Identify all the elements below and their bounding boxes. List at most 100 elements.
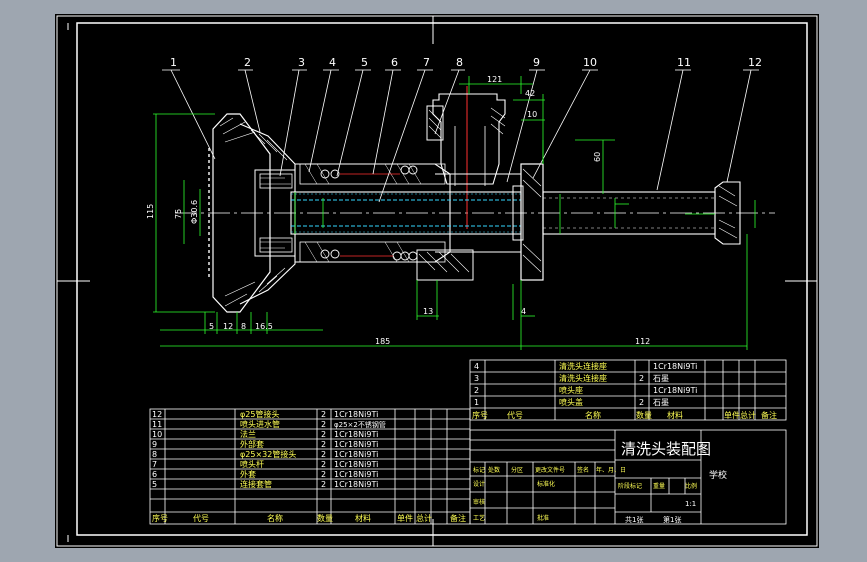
bom-r-qty: 2	[639, 398, 644, 407]
sheet-count: 共1张	[625, 515, 643, 524]
scale-value: 1:1	[685, 500, 696, 508]
bom-r-header: 数量	[636, 410, 652, 420]
bom-l-qty: 2	[321, 420, 326, 429]
bom-l-name: φ25×32管接头	[240, 449, 296, 459]
bom-l-no: 5	[152, 480, 157, 489]
dim-185: 185	[375, 337, 390, 346]
centering-marks	[57, 16, 817, 546]
nozzle-cap-hatch	[219, 117, 256, 307]
dim-60: 60	[593, 152, 602, 162]
dim-30-6: Φ30.6	[190, 200, 199, 224]
bom-r-material: 石墨	[653, 374, 669, 383]
bom-r-header: 序号	[472, 410, 488, 420]
sig-sign: 签名	[577, 466, 589, 474]
sig-zone: 处数	[488, 466, 500, 474]
balloon-11: 11	[677, 56, 691, 69]
dim-75: 75	[174, 209, 183, 219]
bom-l-name: 喷头杆	[240, 459, 264, 469]
balloon-10: 10	[583, 56, 597, 69]
bom-l-header: 材料	[355, 513, 371, 523]
drawing-title: 清洗头装配图	[621, 440, 711, 458]
bom-l-qty: 2	[321, 470, 326, 479]
sig-designer: 设计	[473, 480, 485, 488]
dim-8: 8	[241, 322, 246, 331]
sig-reviewer: 审核	[473, 498, 485, 506]
bom-r-name: 喷头座	[559, 385, 583, 395]
title-block: 清洗头装配图 学校 1:1 共1张 第1张 标记 处数 分区 更改文件号 签名 …	[473, 440, 727, 524]
sig-partition: 分区	[511, 466, 523, 474]
bom-l-name: 外套	[240, 469, 256, 479]
bom-l-name: φ25管接头	[240, 409, 279, 419]
dim-112: 112	[635, 337, 650, 346]
bom-l-name: 连接套管	[240, 479, 272, 489]
dimension-lines	[153, 76, 756, 350]
nozzle-cap	[212, 113, 271, 313]
bom-l-no: 8	[152, 450, 157, 459]
bom-l-material: 1Cr18Ni9Ti	[334, 480, 378, 489]
sig-standardized: 标准化	[537, 480, 555, 488]
bom-l-header: 单件	[397, 513, 413, 523]
bom-r-header: 备注	[761, 410, 777, 420]
dim-13: 13	[423, 307, 433, 316]
sig-mark: 标记	[473, 466, 485, 474]
bom-l-header: 数量	[317, 513, 333, 523]
bom-r-qty: 2	[639, 374, 644, 383]
dim-115: 115	[146, 204, 155, 219]
bom-r-name: 清洗头连接座	[559, 361, 607, 371]
bom-r-header: 代号	[507, 410, 523, 420]
bom-l-material: φ25×2不锈钢管	[334, 420, 386, 429]
balloon-1: 1	[170, 56, 177, 69]
bom-r-material: 1Cr18Ni9Ti	[653, 386, 697, 395]
bom-l-header: 名称	[267, 513, 283, 523]
balloon-3: 3	[298, 56, 305, 69]
bom-l-material: 1Cr18Ni9Ti	[334, 460, 378, 469]
bom-l-no: 9	[152, 440, 157, 449]
dim-4: 4	[521, 307, 526, 316]
bom-l-qty: 2	[321, 430, 326, 439]
assembly-view	[153, 69, 775, 350]
sig-change-doc: 更改文件号	[535, 466, 565, 474]
sig-date: 年、月、日	[596, 466, 626, 474]
bom-right-text: 4 清洗头连接座 1Cr18Ni9Ti 3 清洗头连接座 2 石墨 2 喷头座 …	[472, 361, 777, 420]
bom-r-header: 名称	[585, 410, 601, 420]
sig-approve: 批准	[537, 514, 549, 522]
pipe-coupling	[714, 181, 741, 245]
balloon-2: 2	[244, 56, 251, 69]
balloon-labels: 1 2 3 4 5 6 7 8 9 10 11 12	[170, 56, 762, 69]
sig-stage: 阶段标记	[618, 482, 642, 490]
bom-l-qty: 2	[321, 480, 326, 489]
balloon-12: 12	[748, 56, 762, 69]
bom-l-qty: 2	[321, 410, 326, 419]
bom-r-name: 清洗头连接座	[559, 373, 607, 383]
balloon-7: 7	[423, 56, 430, 69]
dim-5: 5	[209, 322, 214, 331]
sig-process: 工艺	[473, 514, 485, 522]
assembly-drawing: 1 2 3 4 5 6 7 8 9 10 11 12 121 42 10 60 …	[56, 15, 818, 547]
balloon-8: 8	[456, 56, 463, 69]
bom-r-header: 单件	[724, 410, 740, 420]
bom-l-header: 序号	[152, 513, 168, 523]
bom-l-material: 1Cr18Ni9Ti	[334, 440, 378, 449]
bom-r-no: 1	[474, 398, 479, 407]
bom-left-text: 12 φ25管接头 2 1Cr18Ni9Ti 11 喷头进水管 2 φ25×2不…	[152, 409, 466, 523]
bom-l-material: 1Cr18Ni9Ti	[334, 450, 378, 459]
bom-l-material: 1Cr18Ni9Ti	[334, 430, 378, 439]
bom-r-header: 总计	[740, 410, 756, 420]
balloon-9: 9	[533, 56, 540, 69]
inner-frame	[76, 22, 808, 536]
dim-12: 12	[223, 322, 233, 331]
bom-l-no: 6	[152, 470, 157, 479]
bom-r-header: 材料	[667, 410, 683, 420]
dim-16-5: 16.5	[255, 322, 273, 331]
sig-weight: 重量	[653, 482, 665, 490]
bom-r-name: 喷头盖	[559, 397, 583, 407]
bom-l-header: 总计	[416, 513, 432, 523]
bom-l-no: 7	[152, 460, 157, 469]
bom-l-qty: 2	[321, 450, 326, 459]
bom-l-header: 备注	[450, 513, 466, 523]
school-label: 学校	[709, 469, 727, 481]
sig-scale: 比例	[685, 482, 697, 490]
balloon-5: 5	[361, 56, 368, 69]
balloon-4: 4	[329, 56, 336, 69]
bom-l-no: 10	[152, 430, 162, 439]
